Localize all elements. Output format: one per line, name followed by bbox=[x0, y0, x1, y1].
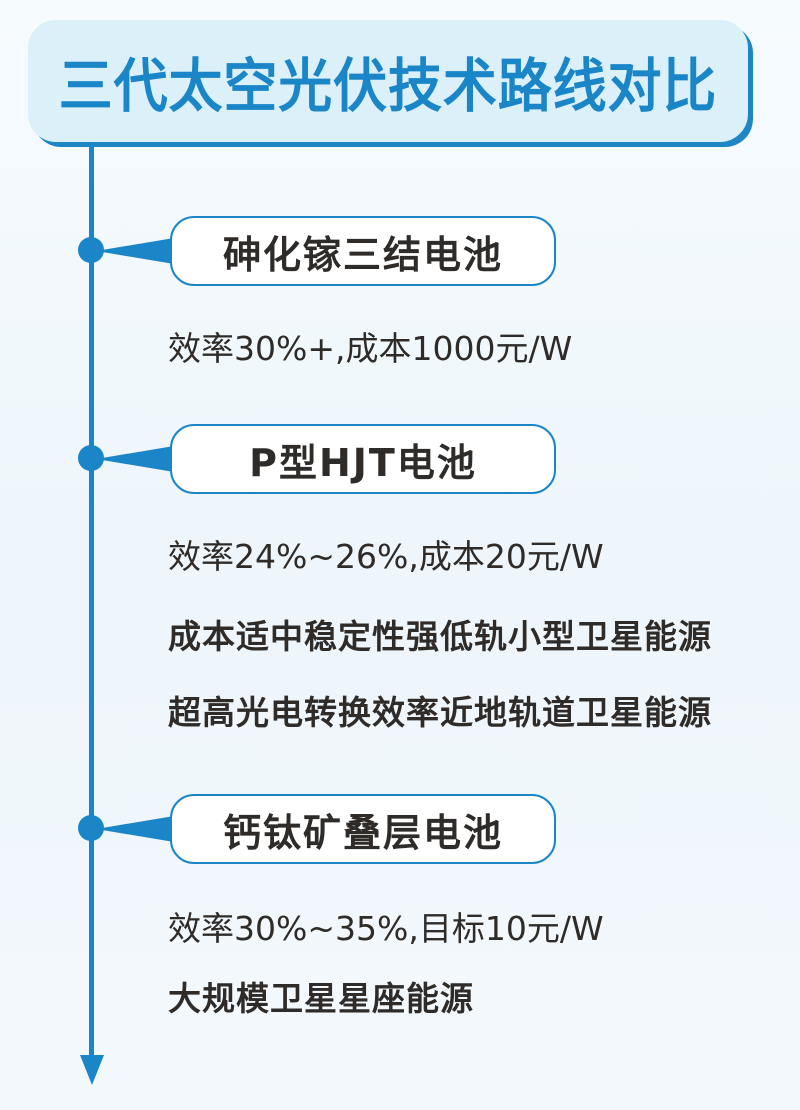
stage-name: P型HJT电池 bbox=[249, 440, 477, 485]
stage-application: 成本适中稳定性强低轨小型卫星能源 bbox=[168, 617, 712, 656]
stage-detail: 效率30%+,成本1000元/W bbox=[168, 329, 573, 368]
stage-detail: 效率30%~35%,目标10元/W bbox=[168, 909, 604, 948]
page-title: 三代太空光伏技术路线对比 bbox=[58, 52, 718, 120]
circle-node-icon bbox=[78, 237, 104, 263]
stage-detail: 效率24%~26%,成本20元/W bbox=[168, 537, 604, 576]
circle-node-icon bbox=[78, 445, 104, 471]
title-banner: 三代太空光伏技术路线对比 bbox=[28, 20, 748, 142]
stage-name: 砷化镓三结电池 bbox=[222, 232, 503, 277]
stage-pill: 钙钛矿叠层电池 bbox=[170, 794, 556, 864]
arrow-down-icon bbox=[80, 1055, 104, 1085]
connector-wedge-icon bbox=[96, 446, 174, 472]
connector-wedge-icon bbox=[96, 238, 174, 264]
stage-pill: P型HJT电池 bbox=[170, 424, 556, 494]
circle-node-icon bbox=[78, 815, 104, 841]
stage-pill: 砷化镓三结电池 bbox=[170, 216, 556, 286]
stage-application: 大规模卫星星座能源 bbox=[168, 979, 474, 1018]
stage-application: 超高光电转换效率近地轨道卫星能源 bbox=[168, 693, 712, 732]
stage-name: 钙钛矿叠层电池 bbox=[222, 810, 503, 855]
connector-wedge-icon bbox=[96, 816, 174, 842]
timeline-axis bbox=[89, 142, 94, 1057]
